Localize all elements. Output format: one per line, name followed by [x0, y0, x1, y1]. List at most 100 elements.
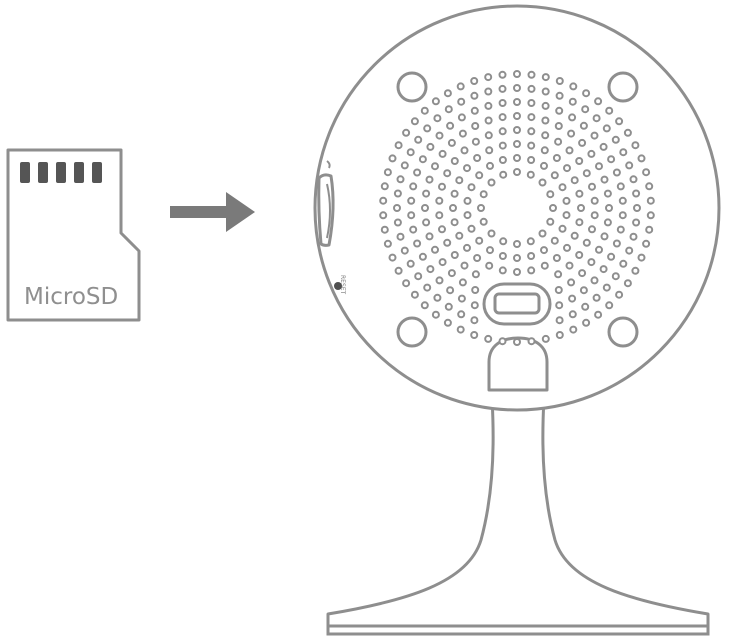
grille-hole [629, 232, 638, 241]
grille-hole [438, 182, 446, 191]
grille-hole [484, 101, 493, 110]
grille-hole [407, 211, 416, 220]
grille-hole [467, 224, 476, 233]
grille-hole [631, 266, 640, 275]
grille-hole [541, 73, 550, 82]
grille-hole [443, 238, 452, 247]
grille-hole [540, 246, 548, 255]
grille-hole [555, 106, 564, 115]
grille-hole [575, 157, 584, 165]
grille-hole [588, 182, 596, 191]
grille-hole [567, 129, 576, 138]
grille-hole [569, 325, 578, 334]
grille-hole [590, 131, 599, 140]
grille-hole [450, 218, 459, 227]
grille-hole [625, 246, 634, 255]
grille-hole [540, 146, 549, 155]
grille-hole [646, 196, 655, 205]
grille-hole [498, 127, 507, 136]
grille-hole [426, 265, 435, 274]
grille-hole [470, 106, 479, 115]
grille-hole [538, 178, 547, 187]
grille-hole [410, 290, 419, 299]
grille-hole [527, 156, 536, 164]
grille-hole [484, 73, 493, 82]
grille-hole [595, 162, 603, 171]
grille-hole [422, 218, 431, 227]
grille-hole [513, 140, 521, 148]
grille-hole [541, 334, 550, 343]
grille-hole [607, 252, 616, 261]
grille-hole [402, 128, 411, 137]
grille-hole [443, 89, 452, 98]
grille-hole [646, 211, 655, 220]
grille-hole [420, 106, 429, 115]
grille-hole [444, 302, 453, 311]
grille-hole [425, 232, 434, 241]
grille-hole [588, 225, 596, 234]
grille-hole [570, 176, 579, 185]
grille-hole [552, 254, 561, 262]
grille-hole [554, 286, 563, 294]
grille-hole [550, 171, 559, 180]
grille-hole [642, 239, 651, 248]
microsd-label: MicroSD [24, 284, 118, 310]
grille-hole [513, 98, 521, 106]
grille-hole [418, 155, 427, 164]
grille-hole [570, 231, 579, 240]
grille-hole [527, 84, 536, 93]
grille-hole [498, 141, 507, 150]
grille-hole [393, 218, 402, 227]
grille-hole [463, 196, 472, 205]
grille-hole [538, 229, 547, 238]
grille-hole [435, 131, 444, 140]
grille-hole [433, 293, 442, 302]
microsd-slot-icon [317, 160, 335, 247]
grille-hole [470, 301, 479, 310]
grille-hole [575, 218, 584, 227]
grille-hole [541, 131, 550, 140]
grille-hole [587, 149, 596, 158]
grille-hole [388, 154, 397, 163]
grille-hole [645, 182, 654, 191]
grille-hole [582, 89, 591, 98]
grille-hole [600, 232, 609, 241]
grille-hole [484, 334, 493, 343]
right-arrow-icon [170, 192, 255, 232]
grille-hole [450, 189, 459, 198]
grille-hole [568, 97, 577, 106]
grille-hole [498, 70, 507, 79]
grille-hole [618, 211, 627, 220]
grille-hole [457, 310, 466, 319]
grille-hole [410, 117, 419, 126]
grille-hole [513, 154, 521, 162]
grille-hole [447, 269, 456, 278]
grille-hole [546, 190, 555, 199]
grille-hole [425, 175, 434, 184]
grille-hole [555, 91, 564, 100]
grille-hole [603, 218, 612, 227]
grille-hole [379, 196, 388, 205]
camera-back-panel-icon: RESET [313, 4, 721, 412]
grille-hole [567, 278, 576, 287]
grille-hole [568, 310, 577, 319]
grille-hole [431, 245, 439, 254]
grille-hole [642, 168, 651, 177]
mounting-holes [396, 71, 639, 348]
grille-hole [444, 105, 453, 114]
grille-hole [473, 254, 482, 262]
grille-hole [592, 293, 601, 302]
grille-hole [600, 175, 609, 184]
grille-hole [463, 243, 471, 252]
grille-hole [443, 169, 452, 178]
grille-hole [456, 82, 465, 91]
grille-hole [599, 265, 608, 274]
grille-hole [499, 237, 508, 246]
grille-hole [421, 204, 429, 212]
grille-hole [471, 122, 480, 130]
grille-hole [616, 225, 625, 234]
grille-hole [470, 316, 479, 325]
grille-hole [602, 283, 611, 292]
grille-hole [555, 77, 564, 85]
